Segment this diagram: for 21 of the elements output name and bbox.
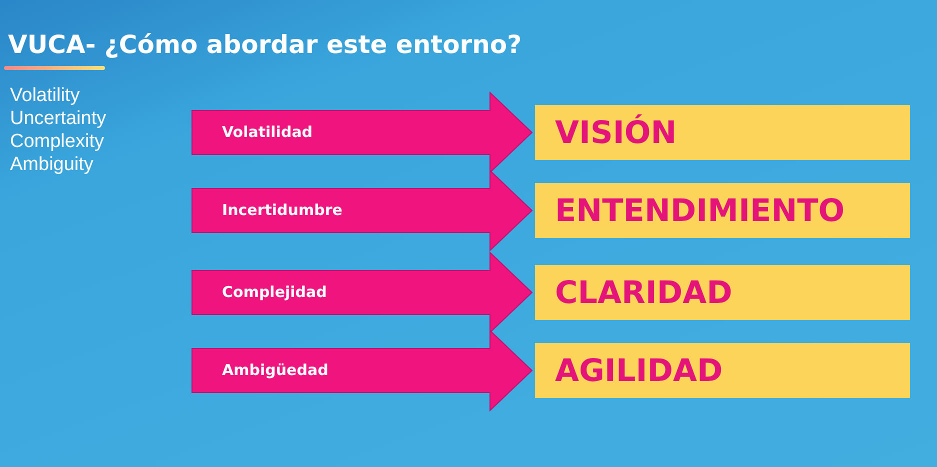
edge-label: Complejidad	[222, 282, 327, 300]
strategy-label: CLARIDAD	[555, 274, 732, 310]
edge-label: Incertidumbre	[222, 200, 342, 218]
arrow	[192, 329, 533, 412]
strategy-box	[535, 183, 910, 238]
acronym-word: Volatility	[10, 84, 80, 107]
arrow	[192, 251, 533, 334]
acronym-word: Complexity	[10, 130, 104, 153]
edge-label: Volatilidad	[222, 122, 313, 140]
acronym-word: Ambiguity	[10, 153, 94, 176]
arrow	[192, 91, 533, 174]
strategy-label: ENTENDIMIENTO	[555, 192, 845, 228]
strategy-box	[535, 265, 910, 320]
strategy-label: VISIÓN	[555, 114, 677, 150]
slide-title: VUCA- ¿Cómo abordar este entorno?	[8, 30, 522, 59]
strategy-label: AGILIDAD	[555, 352, 723, 388]
strategy-box	[535, 343, 910, 398]
edge-label: Ambigüedad	[222, 360, 328, 378]
acronym-word: Uncertainty	[10, 107, 106, 130]
arrow	[192, 169, 533, 252]
strategy-box	[535, 105, 910, 160]
